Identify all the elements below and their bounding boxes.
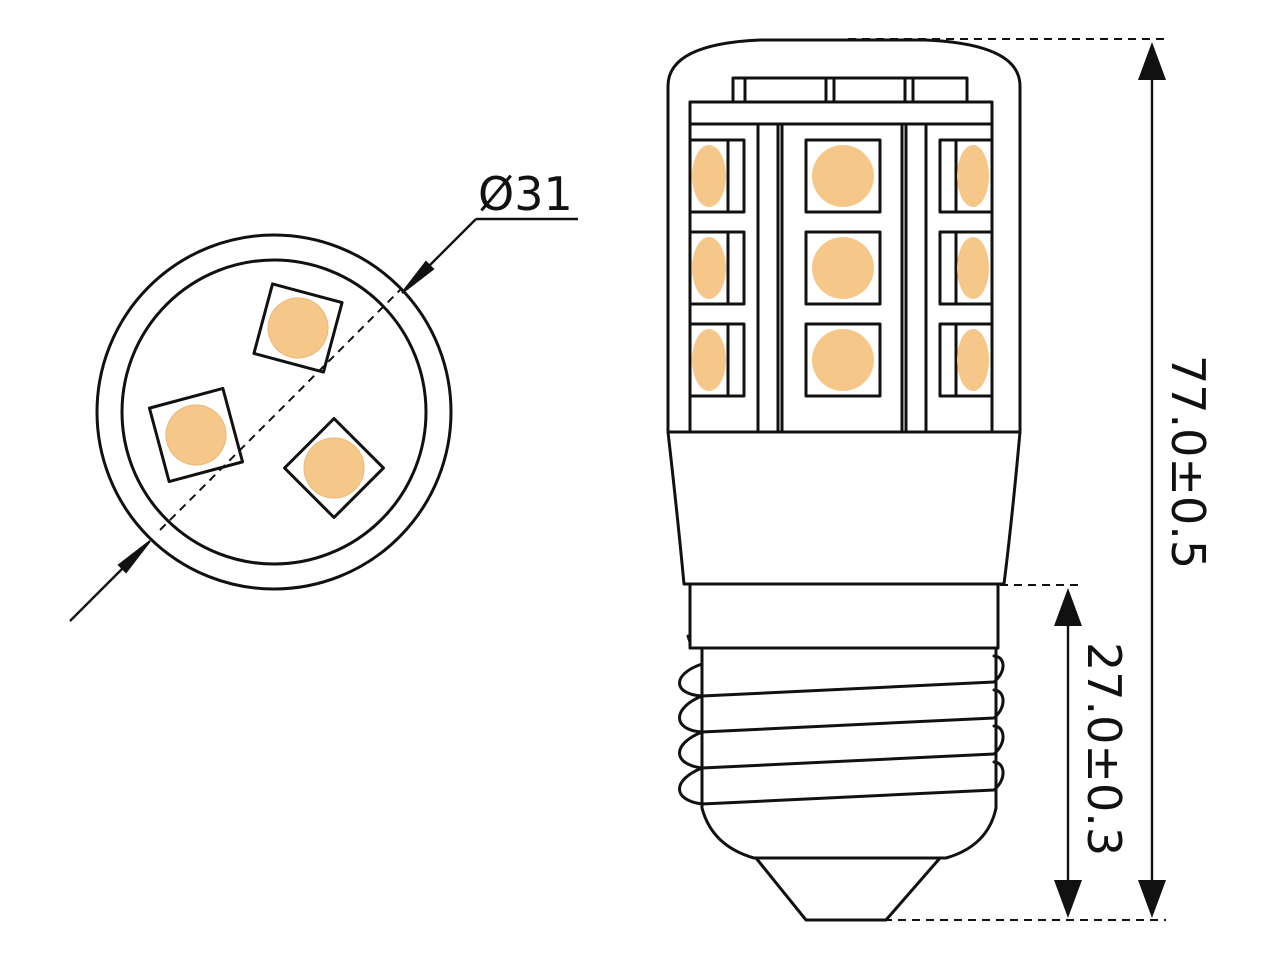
overall-length-arrow-bottom bbox=[1138, 880, 1166, 918]
side-led-left-1 bbox=[688, 138, 746, 214]
diameter-arrow-lower bbox=[117, 540, 151, 574]
base-length-arrow-bottom bbox=[1054, 880, 1082, 918]
thread-1 bbox=[678, 654, 1005, 698]
side-led-left-3 bbox=[688, 322, 746, 398]
side-led-left-2 bbox=[688, 230, 746, 306]
side-led-right-2 bbox=[938, 230, 994, 306]
top-view-inner-ring bbox=[120, 258, 428, 566]
overall-length-label: 77.0±0.5 bbox=[1161, 355, 1215, 569]
side-led-right-3 bbox=[938, 322, 994, 398]
top-view: Ø31 bbox=[69, 167, 578, 622]
top-led-chip-2 bbox=[147, 386, 245, 484]
screw-base-body bbox=[700, 646, 998, 860]
side-led-center-1 bbox=[804, 138, 882, 214]
top-led-chip-3 bbox=[283, 417, 385, 519]
top-view-outer-ring bbox=[95, 233, 453, 591]
diameter-label: Ø31 bbox=[478, 167, 573, 221]
bulb-cover-outline bbox=[666, 38, 1022, 434]
diameter-center-line bbox=[159, 287, 403, 531]
led-support-bar bbox=[688, 100, 994, 126]
top-led-chip-1 bbox=[252, 282, 344, 374]
thread-2 bbox=[678, 688, 1005, 734]
side-view: 77.0±0.5 27.0±0.3 bbox=[666, 38, 1215, 922]
thread-3 bbox=[678, 724, 1005, 770]
diameter-arrow-upper bbox=[401, 260, 435, 294]
side-led-center-2 bbox=[804, 230, 882, 306]
base-length-label: 27.0±0.3 bbox=[1077, 642, 1131, 856]
led-board-center bbox=[780, 122, 904, 434]
collar-tick-left bbox=[686, 634, 692, 644]
side-led-right-1 bbox=[938, 138, 994, 214]
base-collar bbox=[688, 582, 1000, 650]
side-led-center-3 bbox=[804, 322, 882, 398]
contact-tip bbox=[754, 856, 942, 922]
base-length-arrow-top bbox=[1054, 588, 1082, 626]
overall-length-arrow-top bbox=[1138, 42, 1166, 80]
thread-4 bbox=[678, 760, 1005, 806]
lamp-neck-housing bbox=[666, 430, 1022, 586]
top-strip-frame bbox=[731, 76, 969, 104]
